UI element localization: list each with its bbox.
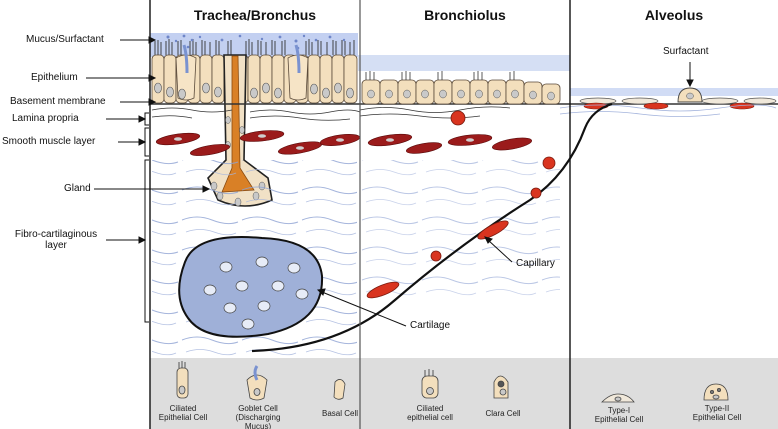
type2-nucleus	[686, 92, 694, 100]
label-fibro-line1: Fibro-cartilaginous	[14, 229, 98, 240]
legend-type2-cell: Type-II Epithelial Cell	[688, 404, 746, 422]
bronchiole-cilia	[365, 71, 515, 80]
callout-surfactant: Surfactant	[663, 46, 709, 57]
legend-type2-line2: Epithelial Cell	[692, 413, 742, 422]
legend-type2-line1: Type-II	[704, 404, 730, 413]
legend-ciliated-line2: Epithelial Cell	[158, 413, 208, 422]
muscle-nuclei	[174, 134, 474, 150]
callout-arrows	[316, 62, 694, 327]
legend-type1-line1: Type-I	[607, 406, 631, 415]
alveolar-capillary-rbcs	[583, 102, 755, 110]
label-fibro-line2: layer	[45, 240, 67, 251]
legend-goblet-line2: (Discharging Mucus)	[235, 413, 281, 429]
alveolar-fibers	[559, 104, 777, 117]
legend-ciliated-b-line2: epithelial cell	[407, 413, 453, 422]
title-trachea-bronchus: Trachea/Bronchus	[193, 7, 317, 23]
label-arrows	[86, 36, 211, 244]
callout-cartilage: Cartilage	[410, 320, 451, 331]
legend-type1-cell: Type-I Epithelial Cell	[590, 406, 648, 424]
smooth-muscle-cells	[155, 130, 533, 156]
cilia-trachea	[154, 39, 355, 55]
bronchiole-nuclei	[367, 89, 555, 101]
lamina-propria-fibers	[151, 106, 511, 121]
mucus-droplets	[166, 34, 346, 50]
legend-ciliated-epithelial: Ciliated Epithelial Cell	[158, 404, 208, 422]
legend-goblet-line1: Goblet Cell	[238, 404, 278, 413]
legend-goblet-cell: Goblet Cell (Discharging Mucus)	[224, 404, 292, 429]
title-alveolus: Alveolus	[644, 7, 704, 23]
goblet-cells	[175, 44, 309, 101]
layer-brackets	[144, 112, 149, 323]
label-mucus-surfactant: Mucus/Surfactant	[26, 34, 104, 45]
cartilage-plate	[178, 236, 324, 338]
capillary-rbcs	[366, 110, 556, 299]
chondrocytes	[203, 256, 309, 330]
legend-icons	[176, 361, 729, 403]
legend-basal-cell: Basal Cell	[321, 409, 358, 418]
callout-capillary: Capillary	[516, 258, 555, 269]
connective-fibers-bronchiole	[360, 160, 560, 300]
label-fibro-cartilaginous: Fibro-cartilaginous layer	[10, 229, 102, 251]
label-gland: Gland	[64, 183, 91, 194]
legend-ciliated-bronchiole: Ciliated epithelial cell	[400, 404, 460, 422]
title-bronchiolus: Bronchiolus	[424, 7, 506, 23]
legend-type1-line2: Epithelial Cell	[594, 415, 644, 424]
label-smooth-muscle: Smooth muscle layer	[2, 136, 96, 147]
legend-ciliated-b-line1: Ciliated	[416, 404, 444, 413]
alveolar-type1-cells	[579, 97, 777, 105]
legend-clara-cell: Clara Cell	[485, 409, 521, 418]
alveolar-surfactant-layer	[570, 88, 778, 96]
label-basement-membrane: Basement membrane	[10, 96, 106, 107]
legend-ciliated-line1: Ciliated	[169, 404, 197, 413]
label-epithelium: Epithelium	[31, 72, 78, 83]
bronchiole-surfactant-layer	[358, 55, 570, 71]
label-lamina-propria: Lamina propria	[12, 113, 79, 124]
airway-outer-wall	[251, 102, 613, 353]
